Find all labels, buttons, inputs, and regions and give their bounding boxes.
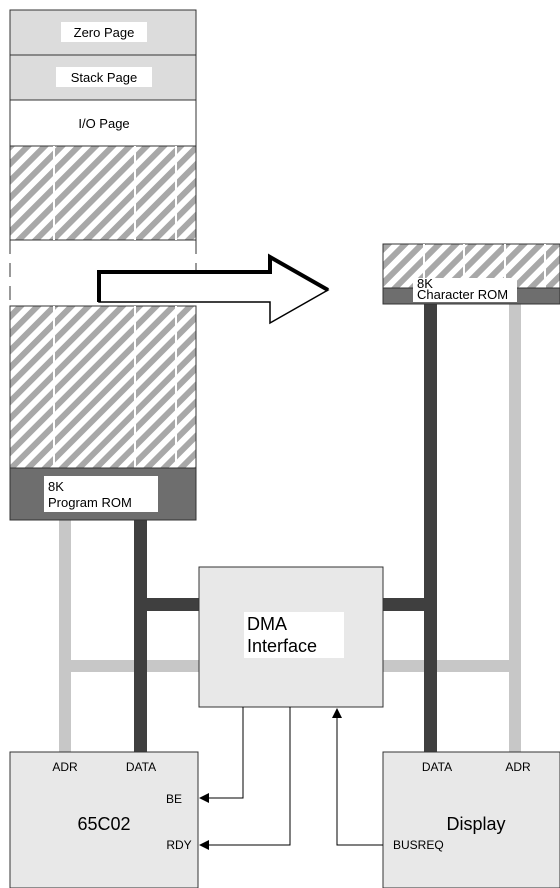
- lower-hatched-region: [9, 305, 197, 469]
- display-name: Display: [446, 814, 505, 834]
- busreq-signal-line: [332, 708, 383, 846]
- cpu-adr-pin: ADR: [52, 760, 78, 774]
- program-rom-label: Program ROM: [48, 495, 132, 510]
- stack-page-block: Stack Page: [9, 54, 197, 101]
- be-signal-line: [199, 707, 244, 803]
- io-page-label: I/O Page: [78, 116, 129, 131]
- program-rom-size: 8K: [48, 479, 64, 494]
- cpu-65c02: ADR DATA BE RDY 65C02: [9, 751, 199, 888]
- display-adr-pin: ADR: [505, 760, 531, 774]
- cpu-rdy-pin: RDY: [166, 838, 191, 852]
- character-rom: 8K Character ROM: [382, 243, 560, 305]
- character-rom-label: Character ROM: [417, 287, 508, 302]
- rdy-signal-line: [199, 707, 291, 850]
- display-controller: DATA ADR Display BUSREQ: [382, 751, 560, 888]
- character-rom-size: 8K: [417, 276, 433, 291]
- upper-hatched-region: [9, 145, 197, 241]
- cpu-be-pin: BE: [166, 792, 182, 806]
- memory-map: Zero Page Stack Page I/O Page: [9, 9, 197, 521]
- zero-page-block: Zero Page: [9, 9, 197, 56]
- zero-page-label: Zero Page: [74, 25, 135, 40]
- stack-page-label: Stack Page: [71, 70, 138, 85]
- dma-label-line2: Interface: [247, 636, 317, 656]
- dma-label-line1: DMA: [247, 614, 287, 634]
- dark-data-bus: [134, 304, 437, 752]
- io-page-block: I/O Page: [9, 99, 197, 147]
- light-address-bus: [59, 304, 521, 752]
- cpu-data-pin: DATA: [126, 760, 156, 774]
- program-rom-block: 8K Program ROM: [9, 467, 197, 521]
- display-data-pin: DATA: [422, 760, 452, 774]
- dma-interface: DMA Interface: [198, 566, 384, 708]
- display-busreq-pin: BUSREQ: [393, 838, 444, 852]
- cpu-name: 65C02: [77, 814, 130, 834]
- mapping-arrow: [97, 253, 330, 325]
